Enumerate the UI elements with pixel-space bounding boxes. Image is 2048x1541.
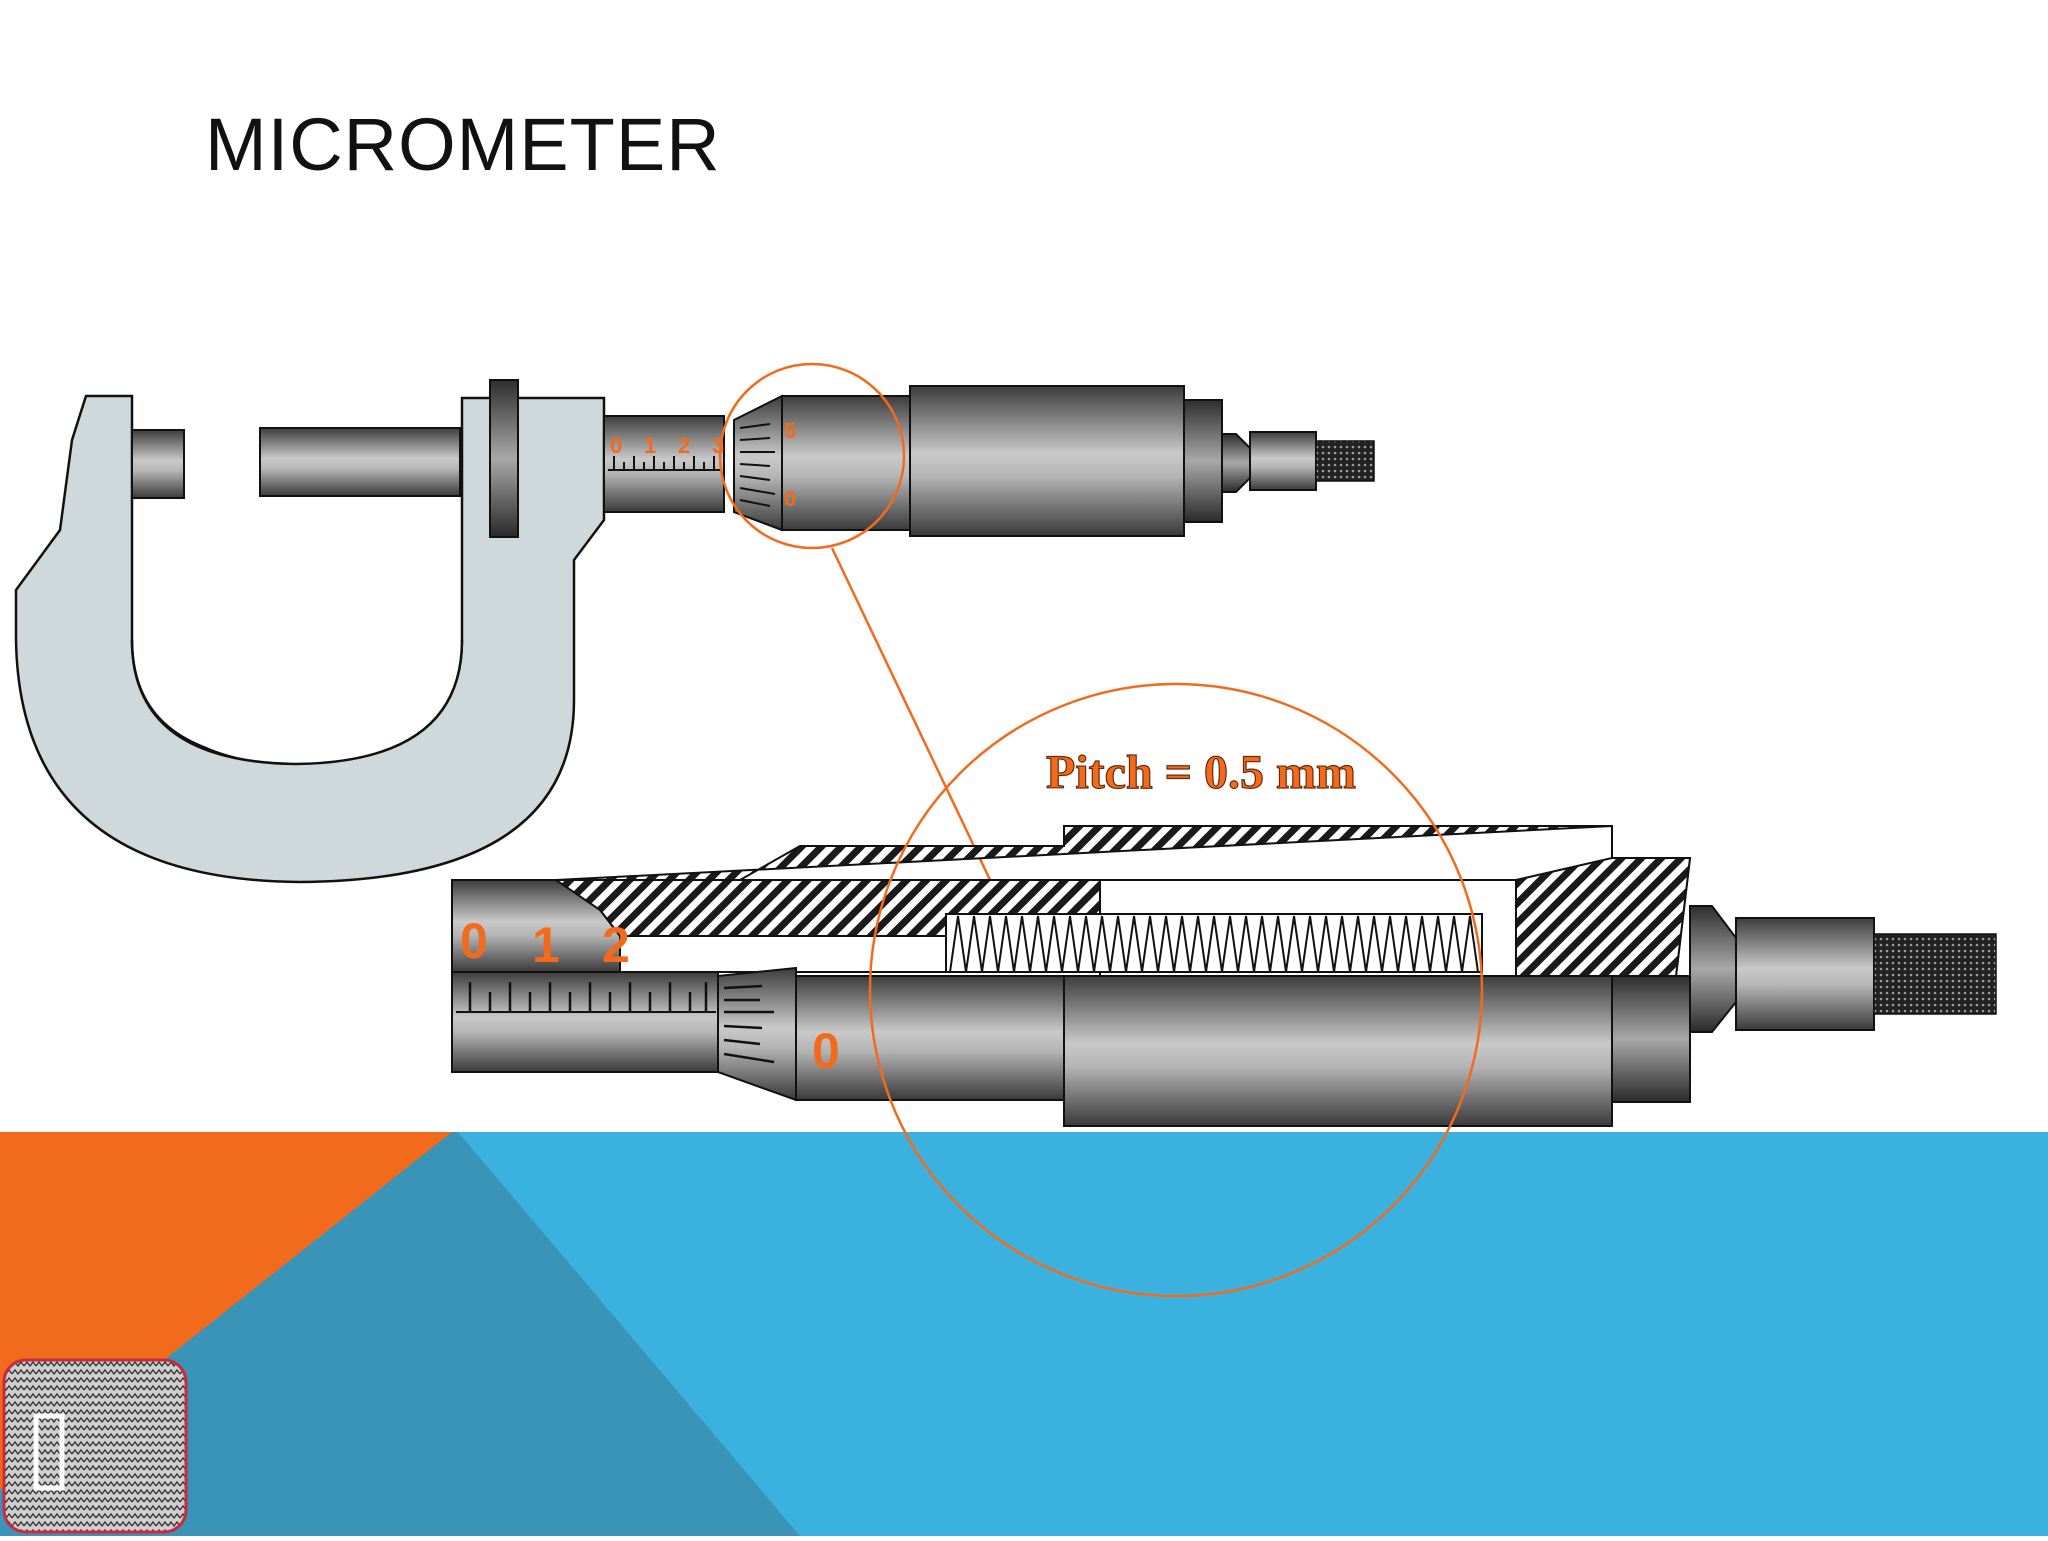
detail-sleeve <box>451 971 719 1073</box>
frame-inner-arc <box>130 639 464 766</box>
small-thimble-number-5: 5 <box>784 418 796 443</box>
ratchet-knurl <box>1315 440 1375 482</box>
spindle-bore <box>619 935 947 973</box>
detail-sleeve-number-0: 0 <box>460 913 488 969</box>
detail-sleeve-number-1: 1 <box>532 917 560 973</box>
frame-inner-highlight <box>136 636 462 764</box>
detail-thimble <box>795 975 1065 1101</box>
small-sleeve-number-0: 0 <box>610 433 622 458</box>
sleeve-ticks <box>613 456 715 470</box>
detail-thimble-ticks <box>723 984 775 1064</box>
ratchet-stem <box>1249 431 1317 491</box>
screw-threads <box>949 915 1479 973</box>
detail-sleeve-number-2: 2 <box>602 917 630 973</box>
bottom-band <box>0 1132 2048 1536</box>
detail-ratchet-collar <box>1611 975 1691 1103</box>
spindle <box>259 427 461 497</box>
thumbnail-glyph-icon <box>33 1413 65 1491</box>
detail-ratchet-housing <box>1063 975 1613 1127</box>
detail-ratchet-neck <box>1689 905 1737 1033</box>
zoom-connector-line <box>830 547 1014 927</box>
ratchet-housing <box>909 385 1185 537</box>
zoom-circle-small <box>718 362 906 550</box>
thimble-ticks <box>739 423 776 507</box>
zoom-circle-large <box>868 682 1484 1298</box>
housing-hatched-end <box>1515 857 1692 977</box>
slide-thumbnail-icon[interactable] <box>2 1358 188 1534</box>
small-thimble-number-0: 0 <box>784 486 796 511</box>
detail-sleeve-ticks <box>468 982 708 1012</box>
pitch-label: Pitch = 0.5 mm <box>1046 746 1356 799</box>
small-sleeve-number-2: 2 <box>678 433 690 458</box>
page-title: MICROMETER <box>205 103 721 186</box>
detail-thimble-number-0: 0 <box>812 1023 840 1079</box>
detail-ratchet-knurl <box>1873 933 1997 1015</box>
thread-screw <box>945 913 1483 973</box>
detail-cross-section: 0 1 2 0 Pitch = 0.5 mm <box>451 682 1997 1298</box>
lock-ring <box>489 379 519 538</box>
anvil <box>131 429 185 499</box>
thimble-bevel <box>733 394 783 532</box>
ratchet-collar <box>1183 399 1223 523</box>
detail-ratchet-stem <box>1735 917 1875 1031</box>
ratchet-neck <box>1221 433 1251 493</box>
small-micrometer: 0 1 2 3 5 0 <box>14 362 1375 884</box>
nav-thumbnail[interactable] <box>2 1358 188 1534</box>
small-sleeve-number-1: 1 <box>644 433 656 458</box>
thimble <box>781 395 913 531</box>
